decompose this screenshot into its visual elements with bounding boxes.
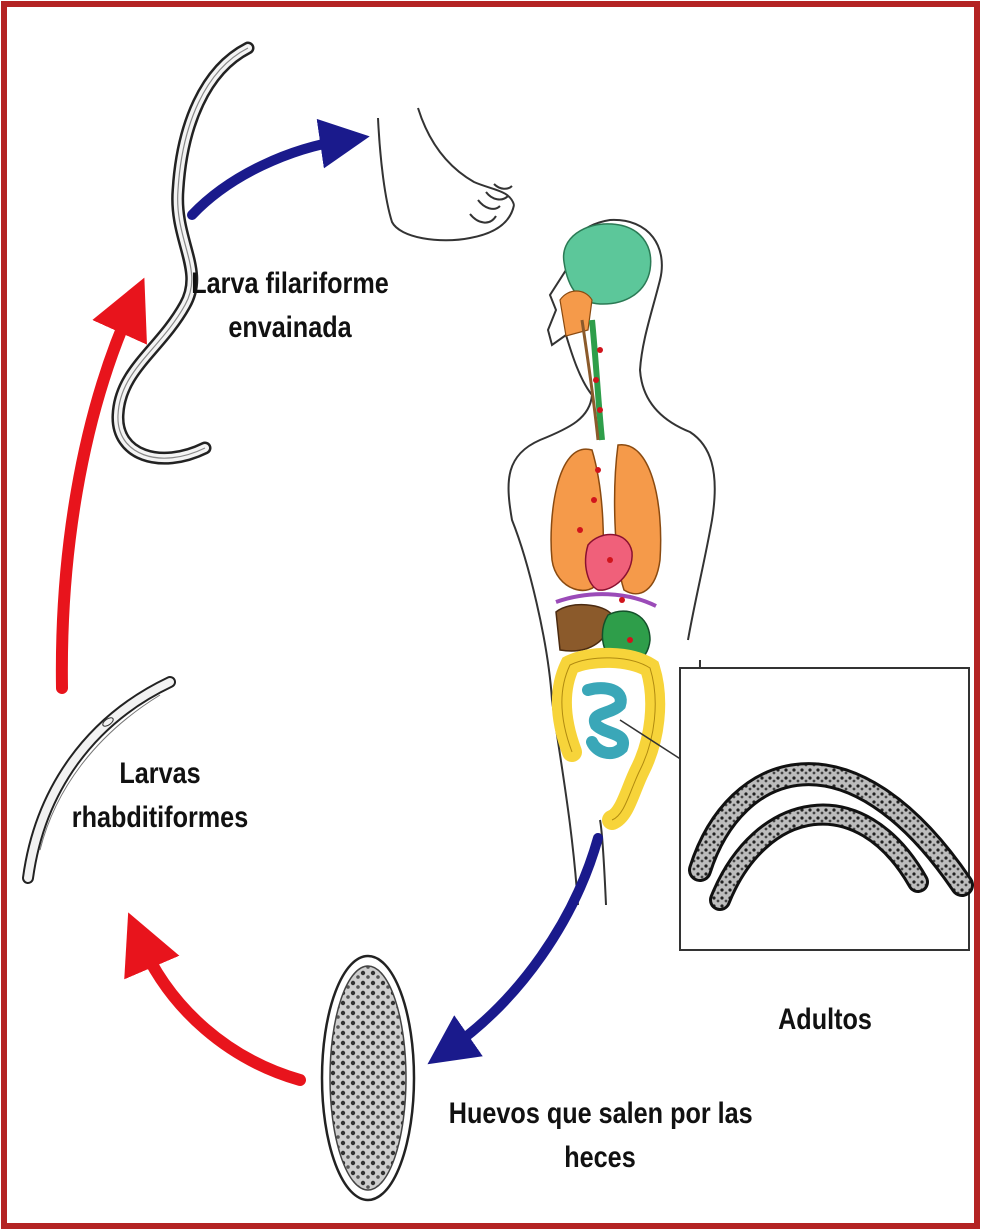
arrow-larva-to-foot bbox=[192, 140, 345, 215]
filariform-label-line1: Larva filariforme bbox=[181, 262, 399, 306]
eggs-label: Huevos que salen por las heces bbox=[449, 1092, 751, 1180]
arrow-rhabditiform-to-filariform bbox=[62, 305, 132, 688]
arrow-eggs-to-rhabditiform bbox=[140, 940, 300, 1080]
rhabditiform-label-line1: Larvas bbox=[59, 752, 261, 796]
adults-label: Adultos bbox=[770, 998, 879, 1042]
filariform-larva-label: Larva filariforme envainada bbox=[181, 262, 399, 350]
eggs-label-line2: heces bbox=[449, 1136, 751, 1180]
eggs-label-line1: Huevos que salen por las bbox=[449, 1092, 751, 1136]
filariform-larva-illustration bbox=[118, 48, 248, 458]
filariform-label-line2: envainada bbox=[181, 306, 399, 350]
adults-box bbox=[680, 668, 969, 950]
egg-illustration bbox=[322, 956, 414, 1200]
adults-label-line1: Adultos bbox=[770, 998, 879, 1042]
foot-illustration bbox=[378, 108, 514, 240]
rhabditiform-label-line2: rhabditiformes bbox=[59, 796, 261, 840]
rhabditiform-larvae-label: Larvas rhabditiformes bbox=[59, 752, 261, 840]
